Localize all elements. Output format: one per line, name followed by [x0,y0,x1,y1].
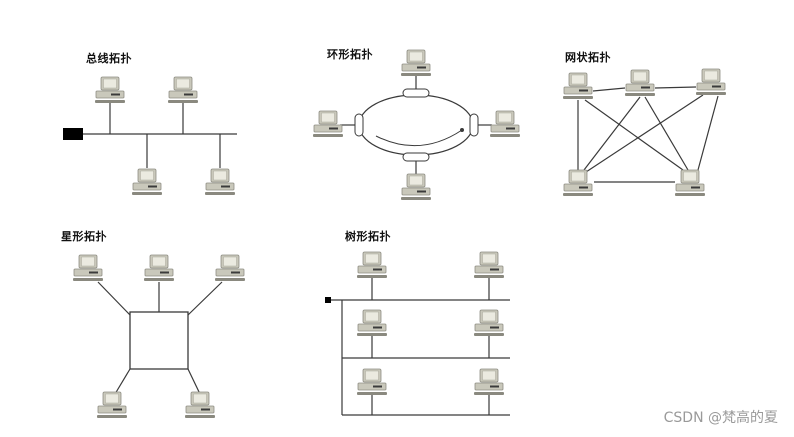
network-link [584,99,684,171]
tree-computer-icon [474,251,504,278]
tree-computer-icon [474,309,504,336]
ring-connector [354,113,364,137]
mesh-computer-icon [563,169,593,196]
tree-computer-icon [357,368,387,395]
network-link [592,87,626,92]
ring-computer-icon [490,110,520,137]
star-computer-icon [144,254,174,281]
bus-topology-title: 总线拓扑 [86,52,132,65]
mesh-computer-icon [675,169,705,196]
ring-direction-arrow [375,129,463,147]
star-hub [129,311,189,370]
watermark: CSDN @梵高的夏 [663,410,778,426]
ring-topology-title: 环形拓扑 [327,48,373,61]
bus-computer-icon [168,76,198,103]
network-link [114,368,131,395]
network-link [187,368,201,395]
bus-terminator [63,128,83,140]
tree-computer-icon [474,368,504,395]
ring-computer-icon [313,110,343,137]
tree-topology-title: 树形拓扑 [345,230,391,243]
bus-computer-icon [132,168,162,195]
network-link [585,94,704,173]
tree-computer-icon [357,251,387,278]
ring-direction-arrowhead [460,128,464,132]
network-link [187,281,223,316]
ring-connector [402,88,430,98]
bus-computer-icon [205,168,235,195]
ring-computer-icon [401,173,431,200]
ring-connector [402,152,430,162]
network-link [654,86,697,89]
mesh-computer-icon [625,69,655,96]
tree-root-terminator [325,297,331,303]
tree-computer-icon [357,309,387,336]
network-link [697,95,719,171]
ring-connector [469,113,479,137]
star-topology-title: 星形拓扑 [61,230,107,243]
network-link [97,281,131,316]
network-link [583,96,641,171]
mesh-topology-title: 网状拓扑 [565,51,611,64]
star-computer-icon [73,254,103,281]
ring-computer-icon [401,49,431,76]
mesh-computer-icon [696,68,726,95]
network-link [644,96,689,171]
star-computer-icon [215,254,245,281]
mesh-computer-icon [563,72,593,99]
star-computer-icon [185,391,215,418]
bus-computer-icon [95,76,125,103]
star-computer-icon [97,391,127,418]
